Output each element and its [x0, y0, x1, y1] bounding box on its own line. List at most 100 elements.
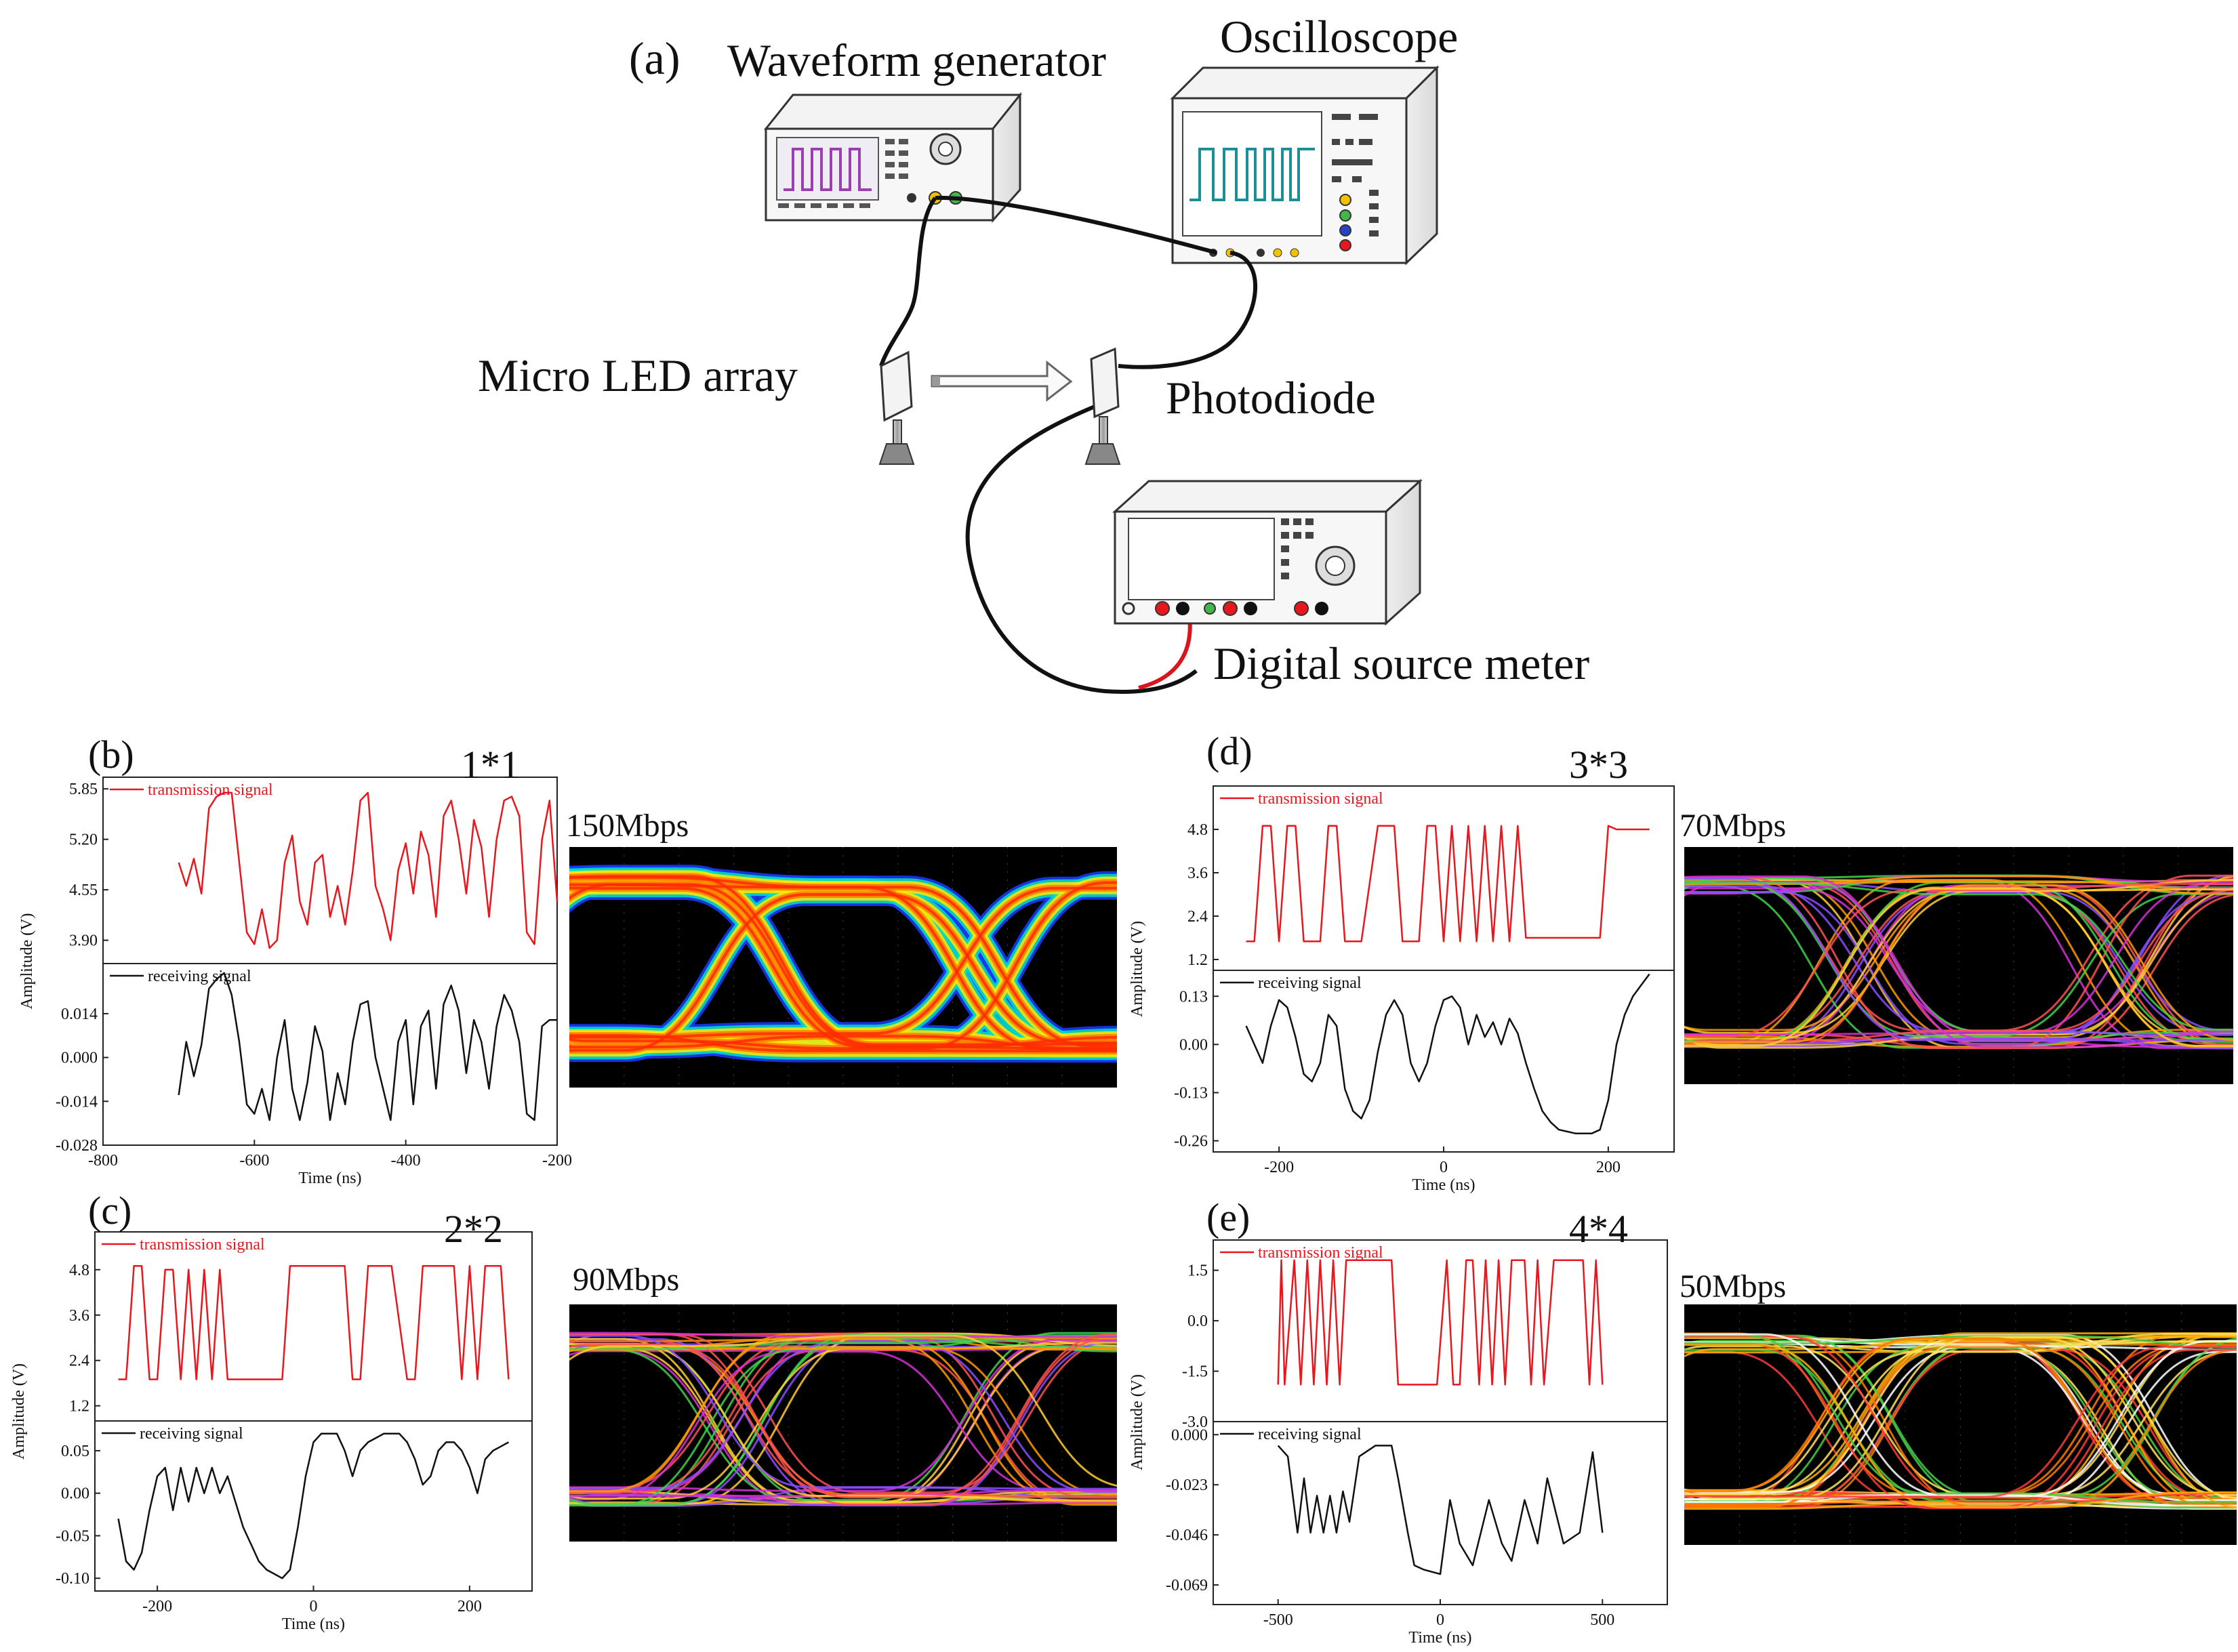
eye-trace: [569, 875, 1117, 1048]
transmission-y-tick-label: 4.8: [69, 1262, 89, 1279]
x-axis-label: Time (ns): [282, 1615, 345, 1633]
transmission-y-tick-label: 1.2: [1187, 951, 1208, 969]
eye-diagram-150mbps: [569, 847, 1117, 1088]
eye-trace: [1684, 879, 2233, 1032]
eye-trace: [1684, 1336, 2237, 1508]
eye-diagram-90mbps: [569, 1304, 1117, 1542]
eye-trace: [1684, 1337, 2237, 1500]
photodiode-label: Photodiode: [1166, 372, 1376, 424]
eye-trace: [569, 1035, 1117, 1050]
eye-trace: [569, 1334, 1117, 1490]
eye-trace: [1684, 882, 2233, 1038]
eye-trace: [1684, 1336, 2237, 1493]
receiving-y-tick-label: 0.00: [61, 1485, 89, 1503]
transmission-y-tick-label: 3.6: [1187, 865, 1208, 882]
y-axis-label: Amplitude (V): [1128, 921, 1146, 1017]
eye-trace: [1684, 875, 2233, 1048]
x-tick-label: -500: [1263, 1611, 1293, 1629]
y-axis-label: Amplitude (V): [18, 913, 36, 1010]
receiving-signal-line: [1277, 1445, 1604, 1575]
receiving-y-tick-label: 0.014: [61, 1006, 98, 1023]
waveform-generator-label: Waveform generator: [727, 35, 1107, 86]
eye-trace: [569, 1336, 1117, 1505]
x-tick-label: -200: [142, 1598, 172, 1615]
micro-led-array-device: [878, 350, 915, 465]
receiving-y-tick-label: 0.05: [61, 1443, 89, 1460]
receiving-legend-label: receiving signal: [1258, 1426, 1362, 1443]
eye-trace: [1684, 876, 2233, 1036]
eye-trace: [1684, 882, 2233, 1038]
eye-trace: [1684, 1340, 2237, 1498]
chart-frame: [94, 1231, 533, 1592]
y-axis-label: Amplitude (V): [10, 1363, 28, 1460]
array-4x4-label: 4*4: [1569, 1207, 1628, 1251]
eye-trace: [569, 875, 1117, 1046]
eye-trace: [1684, 877, 2233, 1048]
receiving-y-tick-label: 0.13: [1179, 988, 1208, 1006]
eye-trace: [1684, 879, 2233, 1050]
eye-trace: [569, 1340, 1117, 1499]
transmission-y-tick-label: 2.4: [1187, 908, 1208, 926]
rate-50-label: 50Mbps: [1680, 1268, 1787, 1304]
rate-70-label: 70Mbps: [1680, 808, 1787, 844]
transmission-signal-line: [1246, 825, 1650, 943]
setup-diagram: [763, 65, 1440, 694]
x-tick-label: 200: [457, 1598, 482, 1615]
receiving-y-tick-label: -0.05: [56, 1527, 89, 1545]
eye-traces: [1684, 847, 2233, 1084]
x-axis-label: Time (ns): [1412, 1176, 1475, 1194]
eye-trace: [1684, 1349, 2237, 1506]
eye-trace: [1684, 1342, 2237, 1510]
transmission-signal-line: [1277, 1259, 1604, 1386]
x-tick-label: 0: [1436, 1611, 1444, 1629]
eye-trace: [1684, 1337, 2237, 1507]
transmission-y-tick-label: 2.4: [69, 1352, 89, 1370]
eye-trace: [1684, 1335, 2237, 1500]
eye-trace: [1684, 877, 2233, 1047]
eye-trace: [569, 1347, 1117, 1504]
eye-diagram-70mbps: [1684, 847, 2233, 1084]
eye-trace: [1684, 1332, 2237, 1497]
eye-trace: [569, 1334, 1117, 1490]
eye-trace: [1684, 1335, 2237, 1497]
x-tick-label: 200: [1596, 1159, 1621, 1176]
cables: [879, 195, 1258, 694]
eye-trace: [1684, 1338, 2237, 1508]
oscilloscope-label: Oscilloscope: [1220, 11, 1459, 62]
transmission-y-tick-label: 4.8: [1187, 821, 1208, 839]
transmission-signal-line: [178, 791, 558, 949]
eye-trace: [1684, 1038, 2233, 1048]
eye-trace: [1684, 875, 2233, 1046]
eye-trace: [1684, 1335, 2237, 1502]
receiving-signal-line: [117, 1432, 510, 1579]
panel-b-label: (b): [88, 732, 134, 777]
receiving-signal-line: [178, 972, 557, 1121]
eye-trace: [569, 1338, 1117, 1506]
transmission-y-tick-label: 3.6: [69, 1307, 89, 1325]
rate-90-label: 90Mbps: [573, 1262, 680, 1298]
receiving-y-tick-label: -0.046: [1166, 1527, 1208, 1544]
eye-trace: [569, 1490, 1117, 1504]
eye-trace: [1684, 1337, 2237, 1506]
eye-trace: [569, 1343, 1117, 1502]
eye-trace: [1684, 1493, 2237, 1506]
transmission-y-tick-label: 1.5: [1187, 1262, 1208, 1280]
eye-trace: [569, 1486, 1117, 1506]
array-3x3-label: 3*3: [1569, 743, 1628, 787]
eye-trace: [1684, 881, 2233, 1044]
x-tick-label: 0: [1440, 1159, 1448, 1176]
transmission-legend-label: transmission signal: [140, 1236, 265, 1254]
eye-trace: [1684, 890, 2233, 1050]
eye-trace: [569, 1342, 1117, 1501]
eye-trace: [569, 1331, 1117, 1341]
panel-d-label: (d): [1206, 729, 1253, 773]
chart-frame: [1213, 785, 1675, 1153]
eye-trace: [1684, 883, 2233, 1041]
eye-traces: [569, 1304, 1117, 1542]
eye-trace: [569, 1341, 1117, 1496]
eye-trace: [569, 879, 1117, 1052]
transmission-signal-line: [118, 1264, 510, 1380]
